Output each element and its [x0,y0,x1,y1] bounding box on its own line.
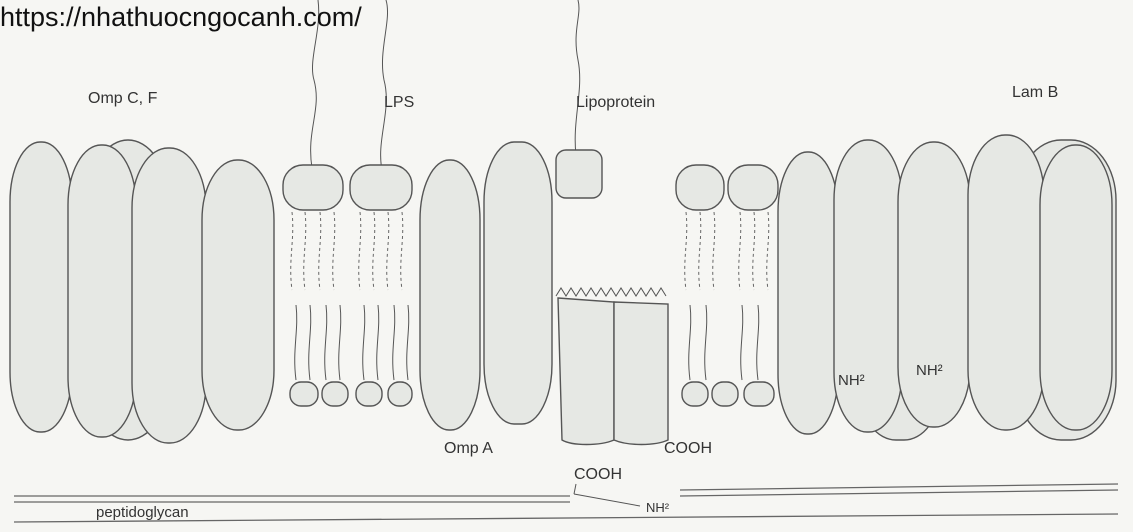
ompcf-blob [68,145,136,437]
lps-head [676,165,724,210]
label-lipoprotein: Lipoprotein [576,94,655,112]
ompa-blob [484,142,552,424]
ompcf-blob [202,160,274,430]
phospholipid-head [322,382,348,406]
lipid-tails-lower-left [295,305,409,380]
protein-blob [420,160,480,430]
phospholipid-head [290,382,318,406]
phospholipid-head [388,382,412,406]
ompa-lower-domain [614,302,668,445]
lps-chain [381,0,388,170]
ompcf-blob [10,142,72,432]
lamb-blob [898,142,970,427]
label-cooh: COOH [574,466,622,484]
lps-head [350,165,412,210]
lipoprotein-chain [575,0,580,155]
label-lps: LPS [384,94,414,112]
label-nh2: NH² [916,362,943,379]
lipoprotein-link [574,494,640,506]
watermark-url: https://nhathuocngocanh.com/ [0,2,362,33]
label-lamb: Lam B [1012,84,1058,102]
lps-head [283,165,343,210]
zigzag-chain [556,288,666,296]
lps-head [728,165,778,210]
label-nh2: NH² [646,500,669,515]
label-cooh: COOH [664,440,712,458]
phospholipid-head [712,382,738,406]
lipid-tails-upper-left [291,212,403,290]
lipoprotein-head [556,150,602,198]
phospholipid-head [682,382,708,406]
lipid-tails-right [685,212,769,380]
label-peptidoglycan: peptidoglycan [96,504,189,521]
lamb-blob [778,152,838,434]
label-nh2: NH² [838,372,865,389]
label-ompcf: Omp C, F [88,90,157,108]
peptidoglycan-layer [680,484,1118,490]
lipoprotein-link [574,484,576,494]
phospholipid-head [744,382,774,406]
lamb-blob [968,135,1044,430]
peptidoglycan-layer [680,490,1118,496]
label-ompa: Omp A [444,440,493,458]
ompa-lower-domain [558,298,614,445]
ompcf-blob [132,148,206,443]
phospholipid-head [356,382,382,406]
lamb-blob [1040,145,1112,430]
